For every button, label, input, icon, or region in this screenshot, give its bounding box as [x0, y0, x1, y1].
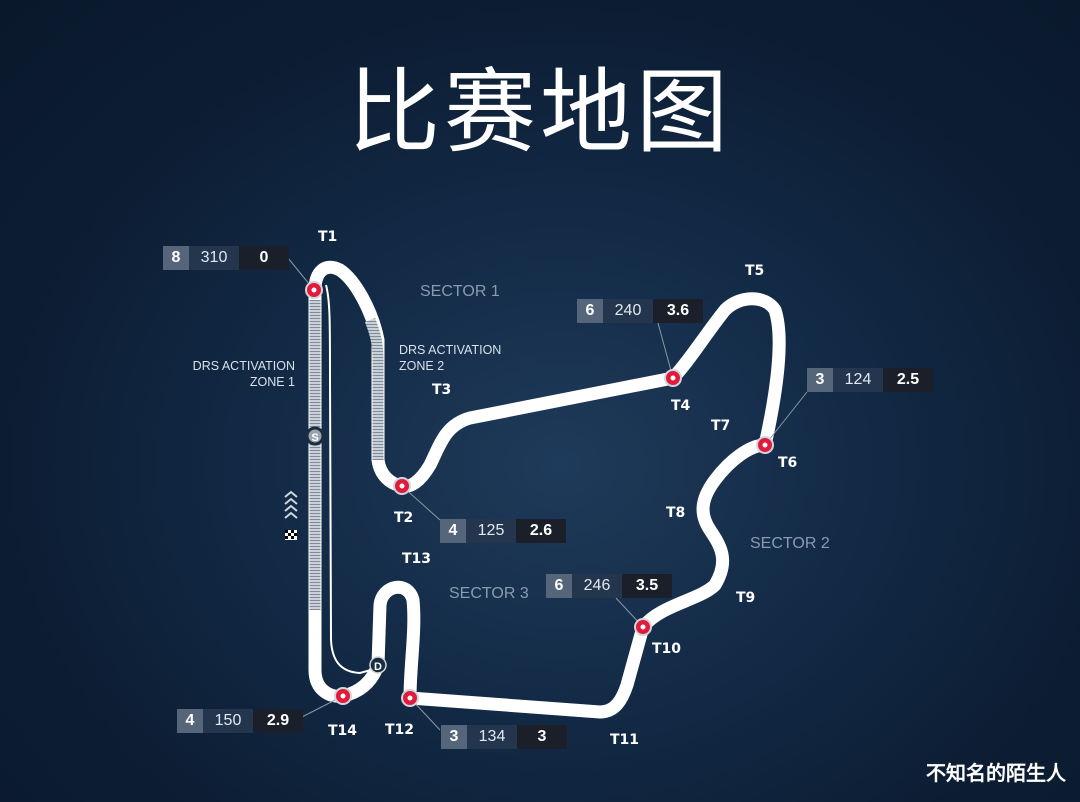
- gear: 4: [440, 519, 466, 543]
- speed: 150: [203, 709, 253, 733]
- turn-label: T6: [778, 455, 798, 471]
- speed: 310: [189, 246, 239, 270]
- value: 3.5: [622, 574, 672, 598]
- gear: 3: [441, 725, 467, 749]
- drs-zone-1-line1: DRS ACTIVATION: [192, 359, 295, 373]
- start-marker-label: S: [311, 432, 318, 444]
- turn-label: T1: [318, 229, 338, 245]
- speed: 124: [833, 368, 883, 392]
- corner-markers: [305, 281, 774, 707]
- page-title: 比赛地图: [347, 59, 732, 166]
- turn-label: T11: [610, 732, 640, 748]
- turn-label: T7: [711, 418, 731, 434]
- gear: 6: [577, 299, 603, 323]
- value: 2.6: [516, 519, 566, 543]
- sector-2-label: SECTOR 2: [750, 535, 830, 552]
- track: [308, 260, 786, 719]
- value: 0: [239, 246, 289, 270]
- value: 2.9: [253, 709, 303, 733]
- drs-zone-1-label: DRS ACTIVATION ZONE 1: [193, 358, 295, 390]
- pit-lane: [325, 284, 379, 675]
- drs-zone-2-label: DRS ACTIVATION ZONE 2: [399, 342, 501, 374]
- drs-zone-2-line2: ZONE 2: [399, 359, 445, 373]
- gear: 3: [807, 368, 833, 392]
- turn-label: T12: [385, 722, 415, 738]
- drs-zone-2-line1: DRS ACTIVATION: [399, 343, 502, 357]
- direction-chevrons-icon: [284, 490, 298, 519]
- drs-zone-2: [364, 317, 384, 460]
- leader-lines: [287, 257, 808, 731]
- drs-zone-1-line2: ZONE 1: [249, 375, 295, 389]
- turn-label: T10: [652, 641, 682, 657]
- gear: 4: [177, 709, 203, 733]
- value: 3.6: [653, 299, 703, 323]
- watermark: 不知名的陌生人: [926, 761, 1066, 785]
- value: 3: [517, 725, 567, 749]
- sector-1-label: SECTOR 1: [420, 283, 500, 300]
- turn-label: T4: [671, 398, 691, 414]
- gear: 8: [163, 246, 189, 270]
- speed: 125: [466, 519, 516, 543]
- turn-label: T3: [432, 382, 452, 398]
- turn-label: T13: [402, 551, 432, 567]
- turn-label: T14: [328, 723, 358, 739]
- speed: 240: [603, 299, 653, 323]
- sector-3-label: SECTOR 3: [449, 585, 529, 602]
- gear: 6: [546, 574, 572, 598]
- turn-label: T2: [394, 510, 414, 526]
- turn-label: T5: [745, 263, 765, 279]
- speed: 134: [467, 725, 517, 749]
- drs-detection-icon: [369, 656, 387, 674]
- drs-detection-label: D: [374, 661, 382, 673]
- turn-label: T9: [736, 590, 756, 606]
- speed: 246: [572, 574, 622, 598]
- turn-label: T8: [666, 505, 686, 521]
- value: 2.5: [883, 368, 933, 392]
- start-marker-icon: [305, 426, 325, 446]
- checkered-flag-icon: [285, 530, 297, 540]
